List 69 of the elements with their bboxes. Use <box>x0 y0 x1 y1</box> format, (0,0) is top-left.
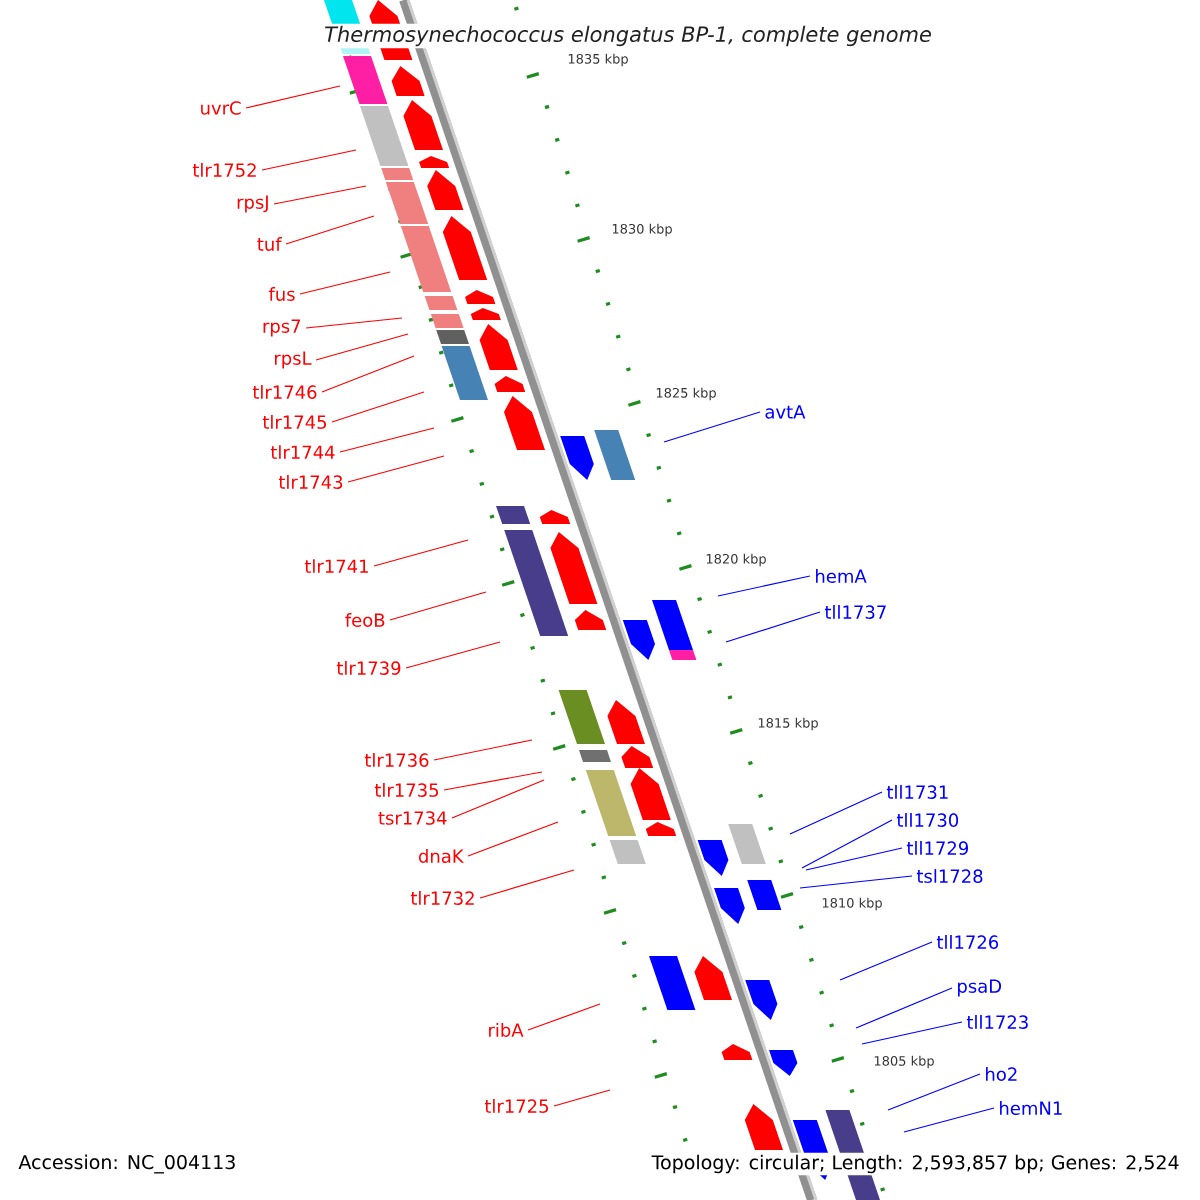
gene-label: psaD <box>958 979 1002 997</box>
gene-label: feoB <box>345 613 385 627</box>
leader-line <box>321 355 415 393</box>
leader-line <box>373 539 469 567</box>
leader-line <box>451 779 545 819</box>
leader-line <box>725 611 821 643</box>
leader-line <box>527 1003 601 1031</box>
gene-label: ribA <box>489 1023 524 1037</box>
gene-label: tlr1746 <box>252 385 317 399</box>
gene-label: rpsL <box>275 351 312 369</box>
gene-label: tlr1735 <box>374 783 438 797</box>
gene-label: tll1731 <box>886 785 948 799</box>
leader-line <box>245 85 341 109</box>
leader-line <box>479 869 575 899</box>
gene-label: tll1730 <box>896 813 959 827</box>
gene-label: tsr1734 <box>378 811 447 825</box>
gene-label: ho2 <box>986 1067 1017 1081</box>
gene-label: tlr1732 <box>410 891 474 905</box>
gene-label: avtA <box>765 405 806 419</box>
leader-line <box>261 149 357 171</box>
title: Thermosynechococcus elongatus BP-1, complete genome <box>322 23 934 49</box>
leader-line <box>717 575 811 597</box>
leader-line <box>315 333 409 361</box>
leader-line <box>347 455 445 483</box>
gene-label: tlr1743 <box>278 475 343 489</box>
gene-label: tlr1745 <box>262 415 326 429</box>
gene-label: tsl1728 <box>916 869 983 883</box>
gene-label: tlr1725 <box>484 1099 548 1113</box>
gene-label: tll1726 <box>936 935 999 949</box>
gene-label: tll1729 <box>906 841 968 855</box>
accession-text: Accession: NC_004113 <box>16 1152 239 1176</box>
leader-line <box>903 1107 995 1133</box>
leader-line <box>405 641 501 669</box>
leader-line <box>789 791 883 835</box>
gene-label: uvrC <box>201 101 241 115</box>
gene-label: tlr1736 <box>364 753 429 767</box>
gene-label: hemN1 <box>1000 1101 1062 1115</box>
gene-label: fus <box>268 287 295 301</box>
leader-line <box>339 427 435 453</box>
gene-label: tlr1752 <box>192 163 256 177</box>
gene-label: tlr1741 <box>304 559 368 573</box>
gene-label: tlr1739 <box>336 661 401 675</box>
gene-label: tll1723 <box>966 1015 1028 1029</box>
gene-label: tll1737 <box>824 605 886 619</box>
leader-line <box>285 215 375 245</box>
leader-line <box>299 271 391 295</box>
leader-line <box>553 1089 611 1107</box>
gene-label: dnaK <box>418 849 464 863</box>
leader-line <box>443 771 543 791</box>
gene-label: tuf <box>257 237 282 251</box>
leader-line <box>805 847 903 871</box>
leader-line <box>839 941 933 981</box>
leader-line <box>861 1021 963 1045</box>
leader-line <box>801 819 893 869</box>
leader-line <box>663 411 761 443</box>
gene-label: tlr1744 <box>270 445 335 459</box>
gene-label: hemA <box>816 569 867 583</box>
gene-label: rpsJ <box>237 195 268 213</box>
leader-line <box>799 875 913 889</box>
leader-line <box>855 987 953 1029</box>
leader-line <box>433 739 533 761</box>
leader-line <box>273 185 367 205</box>
leader-line <box>887 1073 981 1111</box>
gene-label: rps7 <box>263 319 301 337</box>
leader-line <box>467 821 559 857</box>
leader-line <box>331 391 425 423</box>
leader-line <box>305 317 403 329</box>
summary-text: Topology: circular; Length: 2,593,857 bp; Genes: 2,524 <box>649 1152 1182 1176</box>
leader-line <box>389 591 487 621</box>
